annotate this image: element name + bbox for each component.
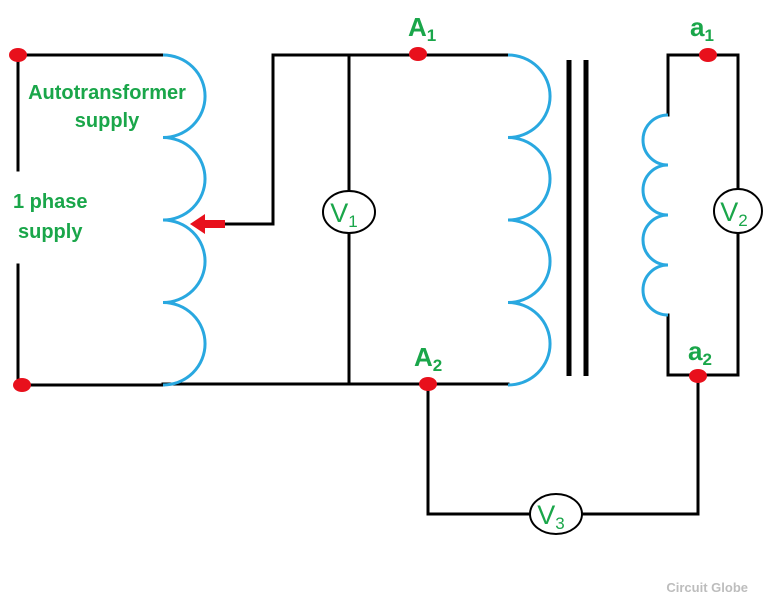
terminal-A2 — [419, 377, 437, 391]
tap-lead — [223, 53, 510, 226]
watermark: Circuit Globe — [666, 580, 748, 595]
v2-sub: 2 — [738, 211, 747, 230]
voltmeter-v2: V2 — [713, 188, 763, 234]
label-A1-sub: 1 — [427, 26, 436, 45]
label-a2-main: a — [688, 336, 703, 366]
label-A2: A2 — [414, 342, 442, 375]
autotransformer-coil — [162, 53, 207, 387]
secondary-coil — [641, 113, 669, 317]
svg-text:V3: V3 — [537, 500, 564, 533]
label-a1-sub: 1 — [704, 26, 713, 45]
coils — [162, 53, 669, 387]
terminals — [9, 47, 717, 392]
svg-text:V2: V2 — [720, 197, 747, 230]
v2-main: V — [720, 197, 738, 227]
autotransformer-label-line2: supply — [75, 110, 140, 132]
v3-loop-left — [426, 382, 533, 516]
label-A1-main: A — [408, 12, 427, 42]
phase-label-line2: supply — [18, 221, 83, 243]
label-A1: A1 — [408, 12, 436, 45]
label-a2: a2 — [688, 336, 712, 369]
autotransformer-label-line1: Autotransformer — [28, 82, 186, 104]
svg-text:V1: V1 — [330, 198, 357, 231]
label-a1-main: a — [690, 12, 705, 42]
tap-arrow-icon — [190, 214, 225, 234]
secondary-top — [666, 53, 740, 191]
v1-main: V — [330, 198, 348, 228]
v3-main: V — [537, 500, 555, 530]
v3-sub: 3 — [555, 514, 564, 533]
supply-terminal-top — [9, 48, 27, 62]
label-a1: a1 — [690, 12, 714, 45]
voltmeter-v1: V1 — [322, 190, 376, 234]
label-A2-main: A — [414, 342, 433, 372]
terminal-a1 — [699, 48, 717, 62]
transformer-core — [566, 60, 589, 376]
terminal-A1 — [409, 47, 427, 61]
supply-terminal-bottom — [13, 378, 31, 392]
label-a2-sub: 2 — [702, 350, 711, 369]
v1-sub: 1 — [348, 212, 357, 231]
terminal-a2 — [689, 369, 707, 383]
phase-label-line1: 1 phase — [13, 191, 87, 213]
primary-coil — [507, 53, 552, 387]
label-A2-sub: 2 — [433, 356, 442, 375]
voltmeter-v3: V3 — [529, 493, 583, 535]
v3-loop-right — [579, 374, 700, 516]
